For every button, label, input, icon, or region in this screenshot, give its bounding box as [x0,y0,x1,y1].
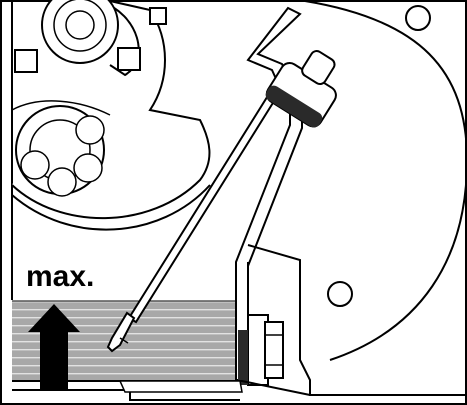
max-level-label: max. [26,260,94,293]
housing-outline [304,0,467,361]
bolt-housing [238,244,466,396]
base-plate [12,380,311,401]
up-arrow-icon [28,304,80,390]
impeller-assembly [11,0,211,231]
mount-hole-top [405,5,431,31]
mount-hole-bottom [327,281,353,307]
dipstick-icon [106,50,337,353]
